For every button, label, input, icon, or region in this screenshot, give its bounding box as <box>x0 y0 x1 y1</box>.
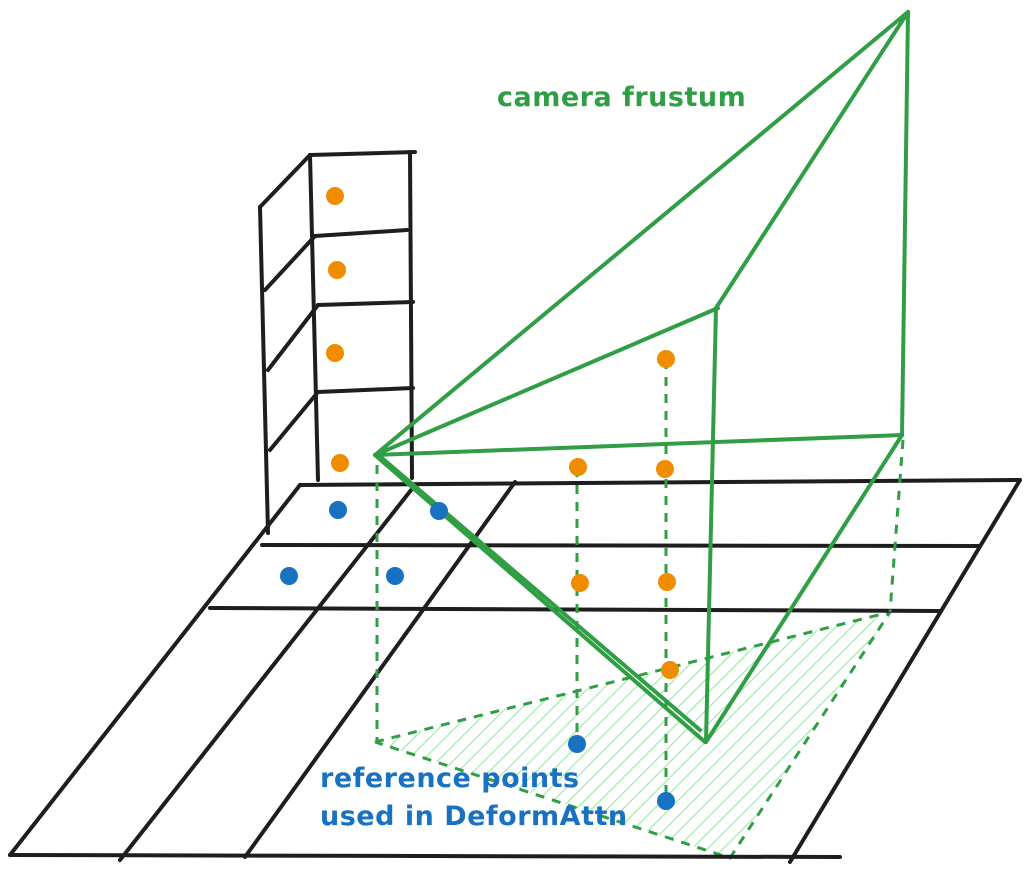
orange-point <box>658 573 676 591</box>
blue-point <box>280 567 298 585</box>
orange-point <box>569 458 587 476</box>
reference-points-label-line1: reference points <box>320 763 580 794</box>
reference-points-label-line2: used in DeformAttn <box>320 801 628 832</box>
orange-point <box>661 661 679 679</box>
blue-points <box>280 501 675 810</box>
blue-point <box>430 502 448 520</box>
orange-point <box>571 574 589 592</box>
camera-frustum-label: camera frustum <box>497 82 747 113</box>
pillar-column <box>258 150 417 535</box>
frustum-footprint <box>374 609 894 860</box>
orange-point <box>326 187 344 205</box>
orange-points <box>326 187 679 679</box>
orange-point <box>328 261 346 279</box>
orange-point <box>657 350 675 368</box>
blue-point <box>568 735 586 753</box>
blue-point <box>329 501 347 519</box>
reference-points-label: reference points used in DeformAttn <box>320 760 628 836</box>
blue-point <box>657 792 675 810</box>
orange-point <box>331 454 349 472</box>
orange-point <box>656 460 674 478</box>
orange-point <box>326 344 344 362</box>
blue-point <box>386 567 404 585</box>
